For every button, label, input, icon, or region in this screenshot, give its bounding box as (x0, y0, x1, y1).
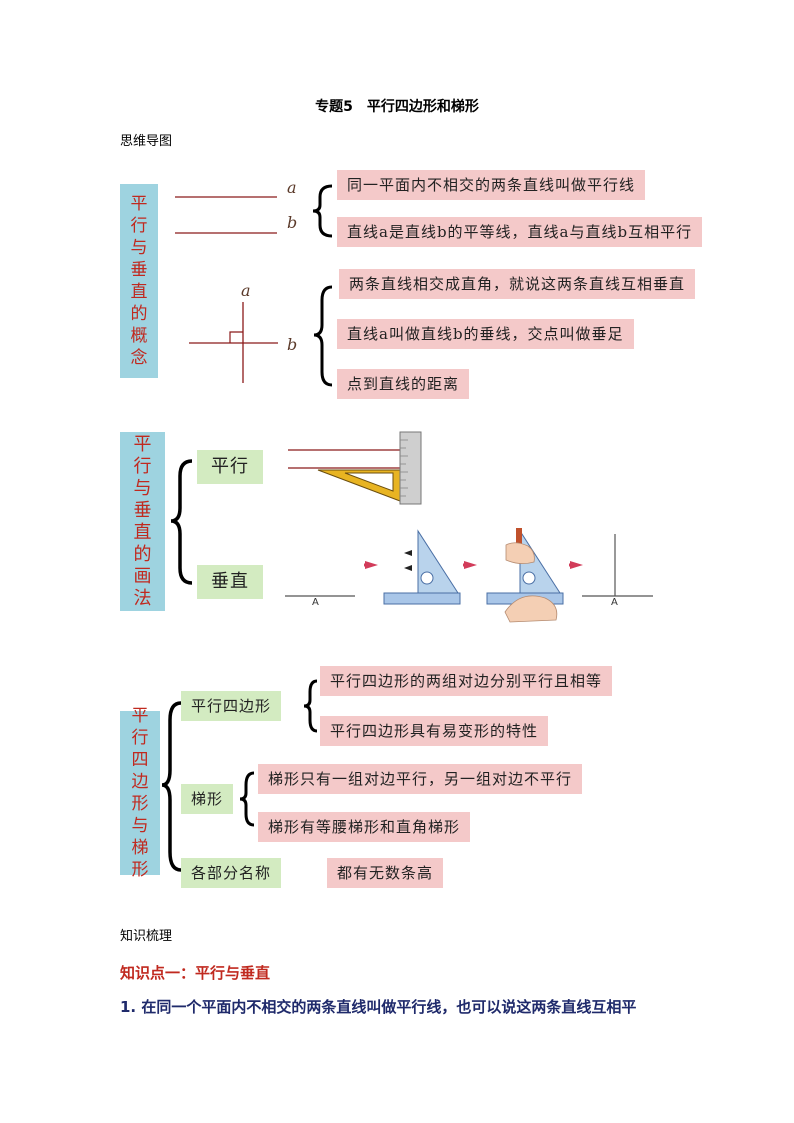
drawing-method-box: 平 行 与 垂 直 的 画 法 (120, 432, 165, 611)
line-label-a: a (241, 281, 251, 300)
parallelogram-label: 平行四边形 (181, 691, 282, 721)
box-char: 与 (131, 816, 149, 836)
parallelogram-trapezoid-box: 平 行 四 边 形 与 梯 形 (120, 706, 160, 880)
concept-item: 直线a叫做直线b的垂线，交点叫做垂足 (337, 319, 634, 349)
box-char: 垂 (130, 260, 148, 280)
concept-item: 点到直线的距离 (337, 369, 470, 399)
point-label-a: A (312, 597, 319, 608)
line-label-b: b (287, 213, 298, 232)
line-label-b: b (287, 335, 298, 354)
box-char: 念 (130, 348, 148, 368)
box-char: 形 (131, 860, 149, 880)
box-char: 直 (130, 282, 148, 302)
box-char: 的 (133, 543, 152, 565)
concept-item: 直线a是直线b的平等线，直线a与直线b互相平行 (337, 217, 703, 247)
box-char: 行 (133, 455, 152, 477)
page-title: 专题5 平行四边形和梯形 (315, 99, 479, 115)
parallelogram-item: 平行四边形的两组对边分别平行且相等 (320, 666, 613, 696)
box-char: 边 (131, 772, 149, 792)
perpendicular-label: 垂直 (197, 565, 263, 599)
box-char: 垂 (133, 499, 152, 521)
parallel-label: 平行 (197, 450, 263, 484)
box-char: 画 (133, 565, 152, 587)
line-label-a: a (287, 178, 297, 197)
box-char: 直 (133, 521, 152, 543)
box-char: 法 (133, 587, 152, 609)
box-char: 平 (133, 433, 152, 455)
concept-item: 两条直线相交成直角，就说这两条直线互相垂直 (339, 269, 696, 299)
knowledge-heading: 知识梳理 (120, 929, 173, 944)
parts-label: 各部分名称 (181, 858, 282, 888)
box-char: 行 (130, 216, 148, 236)
box-char: 梯 (131, 838, 149, 858)
trapezoid-item: 梯形有等腰梯形和直角梯形 (258, 812, 471, 842)
concept-item: 同一平面内不相交的两条直线叫做平行线 (337, 170, 646, 200)
box-char: 平 (130, 194, 148, 214)
parts-item: 都有无数条高 (327, 858, 444, 888)
trapezoid-item: 梯形只有一组对边平行，另一组对边不平行 (258, 764, 583, 794)
mind-map-heading: 思维导图 (120, 134, 173, 149)
point1-title: 知识点一：平行与垂直 (120, 964, 271, 982)
box-char: 平 (131, 706, 149, 726)
concept-category-box: 平 行 与 垂 直 的 概 念 (120, 184, 158, 378)
box-char: 的 (130, 304, 148, 324)
box-char: 与 (130, 238, 148, 258)
box-char: 与 (133, 477, 152, 499)
box-char: 概 (130, 326, 148, 346)
box-char: 四 (131, 750, 149, 770)
box-char: 行 (131, 728, 149, 748)
point1-line: 1. 在同一个平面内不相交的两条直线叫做平行线，也可以说这两条直线互相平 (120, 998, 637, 1016)
parallelogram-item: 平行四边形具有易变形的特性 (320, 716, 549, 746)
box-char: 形 (131, 794, 149, 814)
point-label-a: A (611, 597, 618, 608)
trapezoid-label: 梯形 (181, 784, 234, 814)
